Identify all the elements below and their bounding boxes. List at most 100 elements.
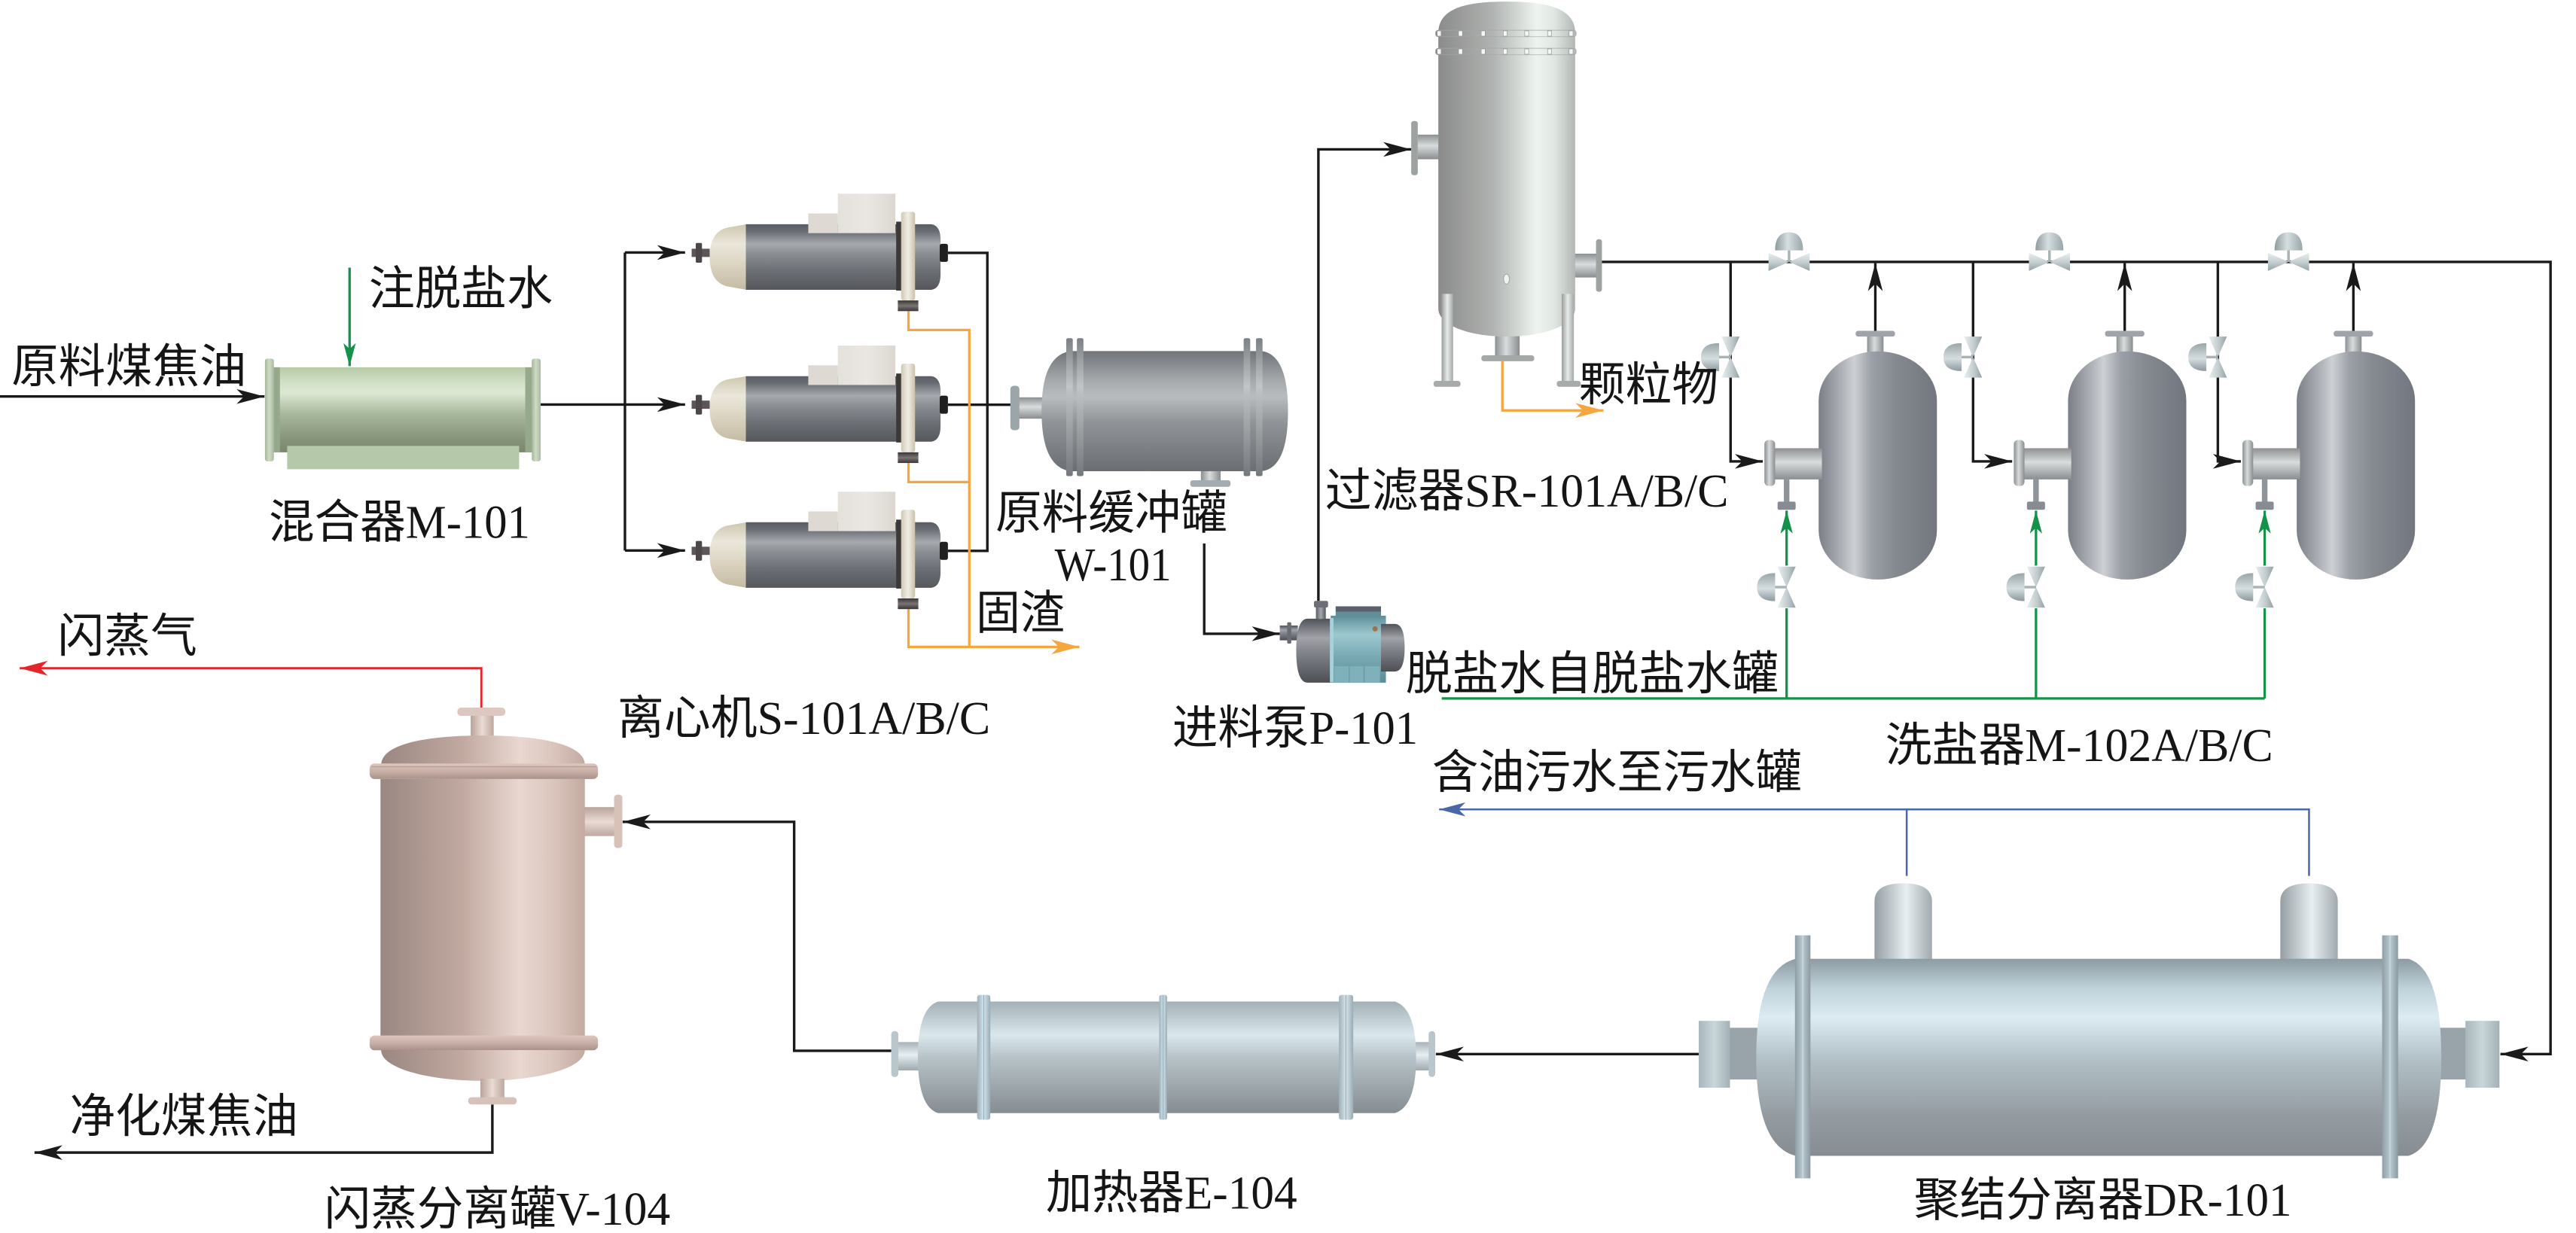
flash-tank-upper-flange [369,763,599,779]
coalescer-outlet-flange [1698,1021,1730,1088]
valve-body-left [2267,252,2289,271]
washer-top-nozzle [2116,336,2133,352]
valve-body-left [1768,252,1789,271]
flash-vapor-line [20,660,483,708]
centrifuge-label: 离心机S-101A/B/C [617,693,990,744]
washer-water-flange [1777,501,1796,510]
heater-outlet-nozzle [898,1042,920,1071]
header-valve-a [1768,232,1810,271]
filter-flange-bolts [1437,30,1574,55]
mixer-label: 混合器M-101 [269,497,530,548]
valve-actuator-icon [2188,342,2207,371]
flash-tank-top-nozzle [471,715,494,738]
washer-top-flange [2334,330,2373,337]
labels: 原料煤焦油 注脱盐水 混合器M-101 离心机S-101A/B/C 固渣 原料缓… [11,264,2291,1233]
filter-bottom-nozzle [1495,334,1520,355]
valve-actuator-icon [1943,342,1962,371]
centrifuge-motor-box-small [808,511,838,531]
centrifuge-motor-box-small [808,213,838,233]
feed-valve-a [1700,336,1740,378]
washer-shell [1818,351,1937,580]
desalted-water-supply-label: 脱盐水自脱盐水罐 [1406,649,1779,700]
piping [0,142,2552,1160]
mixer-right-flange [532,358,541,461]
mixer-m-101 [264,358,541,470]
valve-actuator-icon [2274,232,2303,251]
valve-actuator-icon [1775,232,1803,251]
centrifuge-ring [896,221,902,291]
washer-m-102c [2242,330,2416,580]
buffer-tank-outlet-line [1203,543,1280,641]
pump-suction-flange [1287,622,1291,644]
valve-stem [2048,248,2051,262]
washer-a-feed-line [1729,261,1764,469]
heater-inlet-flange [1428,1031,1435,1077]
filter-sight-glass [1503,273,1511,285]
washer-top-nozzle [2345,336,2362,352]
mixer-left-ring [273,367,280,452]
centrifuge-liquid-outlet [939,541,948,560]
valve-body-right [2209,336,2227,358]
pump-terminal-box [1335,611,1381,618]
washer-inlet-flange [1764,440,1776,486]
filter-outlet-nozzle [1573,253,1597,278]
centrifuge-motor-box [837,492,896,531]
centrifuge-s-101b [691,346,948,464]
washer-water-nozzle [1783,479,1790,503]
valve-body-right [2026,566,2045,587]
washer-water-nozzle [2261,479,2268,503]
filter-outlet-header [1602,260,2552,1062]
coalescer-label: 聚结分离器DR-101 [1914,1175,2292,1226]
filter-leg-right [1561,294,1575,383]
centrifuge-inlet-flange [695,394,703,415]
solid-residue-outlet-line [907,609,1080,655]
valve-stem [1773,586,1787,589]
valve-body-right [1777,566,1796,587]
header-valve-b [2029,232,2071,271]
flash-tank-bottom-head [381,1050,585,1081]
buffer-tank-flange [1077,338,1084,476]
filter-leg-left [1441,294,1453,383]
water-valve-b [2006,566,2045,608]
heater-label: 加热器E-104 [1046,1168,1297,1219]
washer-top-flange [1855,330,1895,337]
washer-m-102a [1764,330,1937,580]
valve-actuator-icon [1700,342,1719,371]
valve-actuator-icon [2006,573,2025,601]
mixer-base [287,446,520,470]
centrifuge-ring [896,519,902,589]
pump-discharge-nozzle [1315,605,1326,620]
centrifuge-motor-box [837,346,896,385]
filter-outlet-flange [1596,239,1602,292]
coalescer-shell [1756,958,2442,1156]
centrifuge-motor-box-small [808,365,838,385]
washer-shell [2297,351,2416,580]
buffer-tank-inlet-flange [1010,385,1020,431]
flash-tank-bottom-nozzle [480,1078,505,1098]
valve-body-left [2026,586,2045,608]
valve-stem [2251,586,2265,589]
particulates-label: 颗粒物 [1579,360,1718,411]
valve-stem [2023,586,2036,589]
centrifuge-body [745,376,941,442]
valve-stem [1788,248,1791,262]
centrifuge-solids-outlet [898,598,919,610]
coalescer-inlet-flange [2465,1021,2500,1088]
pump-motor-feet [1334,666,1380,683]
buffer-tank-tag-label: W-101 [1055,540,1172,591]
coalescer-outlet-nozzle [1728,1028,1758,1080]
particulates-line [1501,361,1604,419]
water-valve-a [1757,566,1796,608]
filter-shell [1438,2,1575,337]
centrifuge-discharge-bar [901,510,916,599]
coalescer-inlet-nozzle [2437,1028,2467,1080]
buffer-tank-bottom-flange [1190,480,1231,487]
heater-outlet-flange [891,1031,898,1077]
washer-c-feed-line [2212,261,2241,469]
centrifuge-motor-box [837,193,896,233]
header-valve-c [2267,232,2309,271]
coalescer-dr-101 [1698,883,2500,1179]
valve-actuator-icon [1757,573,1776,601]
centrifuge-inlet-flange [695,242,703,263]
pump-terminal-box-top [1335,606,1381,612]
